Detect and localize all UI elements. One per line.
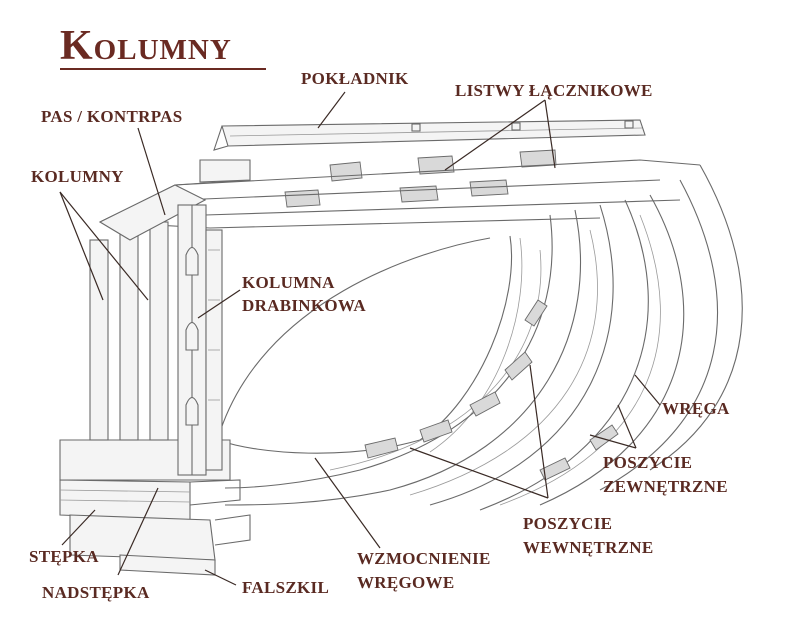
carlings	[284, 149, 557, 208]
leader-lines	[59, 91, 661, 586]
label-wrega: WRĘGA	[662, 399, 730, 418]
label-pas: PAS / KONTRPAS	[41, 107, 183, 126]
label-wzmocnienie-line2: WRĘGOWE	[357, 573, 455, 592]
label-poklÁdnik: POKŁADNIK	[301, 69, 409, 88]
label-poszycie-wew-line1: POSZYCIE	[523, 514, 613, 533]
frame-reinforcement-blocks	[364, 299, 619, 481]
label-poszycie-zew-line1: POSZYCIE	[603, 453, 693, 472]
label-nadstepka: NADSTĘPKA	[42, 583, 150, 602]
label-kolumna-line2: DRABINKOWA	[242, 296, 366, 315]
hull-bay	[217, 235, 523, 454]
label-poszycie-zew-line2: ZEWNĘTRZNE	[603, 477, 728, 496]
label-kolumny: KOLUMNY	[31, 167, 124, 186]
frames-and-planking	[224, 164, 743, 511]
title-underline	[60, 68, 266, 70]
label-kolumna-line1: KOLUMNA	[242, 273, 335, 292]
page-title: Kolumny	[60, 23, 232, 69]
ladder-column	[177, 204, 223, 476]
label-falszkil: FALSZKIL	[242, 578, 330, 597]
label-poszycie-wew-line2: WEWNĘTRZNE	[523, 538, 654, 557]
label-stepka: STĘPKA	[29, 547, 99, 566]
deck-beam	[213, 119, 646, 151]
label-listwy: LISTWY ŁĄCZNIKOWE	[455, 81, 653, 100]
label-wzmocnienie-line1: WZMOCNIENIE	[357, 549, 491, 568]
